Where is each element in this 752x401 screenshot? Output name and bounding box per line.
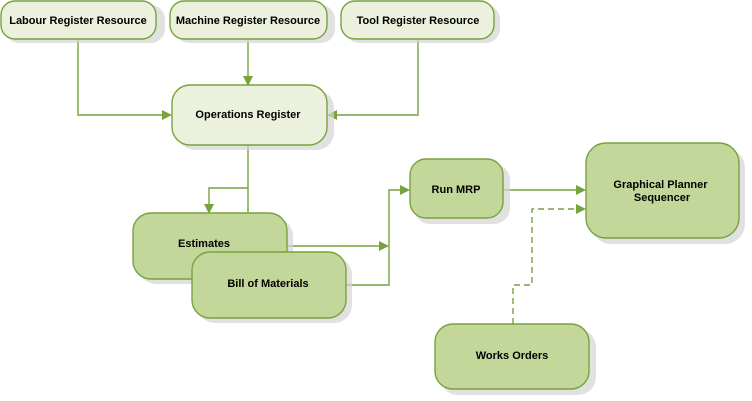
node-labour-register-resource[interactable]: Labour Register Resource [0, 0, 165, 43]
node-box [171, 84, 328, 146]
node-label: Bill of Materials [227, 278, 308, 290]
node-graphical-planner-sequencer[interactable]: Graphical Planner Sequencer [585, 142, 745, 244]
arrowhead-labour-to-operations [162, 110, 172, 120]
node-label: Works Orders [476, 350, 549, 362]
node-box [169, 0, 328, 40]
node-works-orders[interactable]: Works Orders [434, 323, 596, 395]
node-tool-register-resource[interactable]: Tool Register Resource [340, 0, 500, 43]
connector-operations-to-estimates [208, 187, 248, 204]
node-box [585, 142, 740, 239]
node-label-line-2: Sequencer [634, 192, 691, 204]
node-bill-of-materials[interactable]: Bill of Materials [191, 251, 352, 323]
node-run-mrp[interactable]: Run MRP [409, 158, 510, 224]
connector-bom-to-mrp [346, 189, 400, 286]
node-label: Labour Register Resource [9, 15, 147, 27]
node-label: Graphical Planner Sequencer [613, 179, 710, 204]
arrowhead-operations-to-estimates [204, 204, 214, 214]
node-machine-register-resource[interactable]: Machine Register Resource [169, 0, 335, 43]
arrowhead-works-orders-to-planner [576, 204, 586, 214]
node-label: Machine Register Resource [176, 15, 320, 27]
connector-works-orders-to-planner [512, 208, 576, 324]
node-box [434, 323, 590, 390]
connector-tool-to-operations [337, 40, 419, 116]
node-box [409, 158, 504, 219]
node-label: Estimates [178, 238, 230, 250]
node-box [191, 251, 347, 319]
node-label: Run MRP [432, 184, 481, 196]
node-label-line-1: Graphical Planner [613, 179, 708, 191]
node-box [340, 0, 495, 40]
node-operations-register[interactable]: Operations Register [171, 84, 334, 150]
node-box [0, 0, 157, 40]
arrowhead-mrp-to-planner [576, 185, 586, 195]
node-label: Tool Register Resource [357, 15, 480, 27]
connector-labour-to-operations [77, 40, 163, 116]
node-label: Operations Register [195, 109, 301, 121]
arrowhead-bom-to-mrp [400, 185, 410, 195]
arrowhead-machine-to-operations [243, 76, 253, 86]
arrowhead-estimates-to-mrp [379, 241, 389, 251]
